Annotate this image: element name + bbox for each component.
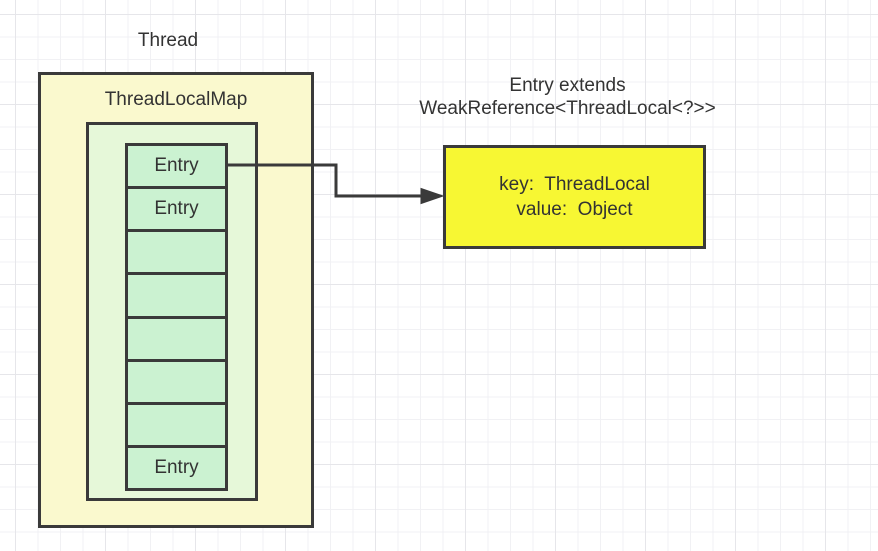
- entry-value-line: value: Object: [516, 199, 633, 220]
- entry-table: Entry Entry Entry: [125, 143, 228, 491]
- entry-cell-0: Entry: [125, 143, 228, 190]
- entry-key-line: key: ThreadLocal: [499, 174, 650, 195]
- threadlocalmap-title: ThreadLocalMap: [104, 89, 248, 110]
- entry-detail-box: key: ThreadLocal value: Object: [443, 145, 706, 249]
- entry-cell-4: [125, 315, 228, 362]
- entry-cell-1: Entry: [125, 186, 228, 233]
- entry-cell-7: Entry: [125, 444, 228, 491]
- entry-annotation: Entry extends WeakReference<ThreadLocal<…: [395, 74, 740, 120]
- entry-annotation-line1: Entry extends: [509, 75, 626, 96]
- entry-annotation-line2: WeakReference<ThreadLocal<?>>: [419, 98, 716, 119]
- arrow-head-icon: [420, 187, 445, 205]
- entry-cell-3: [125, 272, 228, 319]
- entry-cell-5: [125, 358, 228, 405]
- thread-label: Thread: [137, 30, 199, 51]
- entry-cell-6: [125, 401, 228, 448]
- entry-cell-2: [125, 229, 228, 276]
